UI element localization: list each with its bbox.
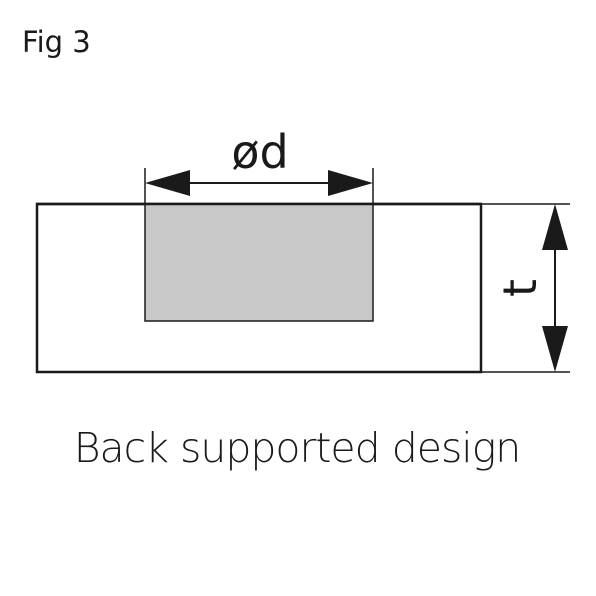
figure-label: Fig 3 bbox=[22, 25, 91, 59]
diameter-arrow-right-icon bbox=[328, 170, 373, 196]
thickness-arrow-top-icon bbox=[542, 204, 568, 250]
thickness-arrow-bottom-icon bbox=[542, 326, 568, 372]
diameter-label: ød bbox=[231, 125, 288, 179]
recess-pocket bbox=[144, 203, 374, 322]
diagram-caption: Back supported design bbox=[74, 424, 521, 472]
diameter-arrow-left-icon bbox=[145, 170, 190, 196]
thickness-label: t bbox=[493, 279, 547, 297]
